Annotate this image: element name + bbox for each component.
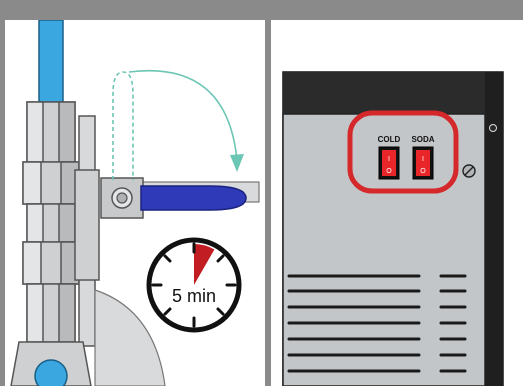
water-pipe: [38, 20, 64, 103]
timer-wedge: [194, 244, 215, 285]
switch-panel: COLD SODA I O I O: [271, 20, 523, 386]
timer-label: 5 min: [172, 286, 216, 306]
soda-switch-label: SODA: [411, 135, 434, 144]
panel-divider: [265, 20, 271, 386]
cold-on-symbol: I: [388, 156, 390, 163]
valve-illustration: 5 min: [10, 20, 260, 386]
left-border: [0, 20, 5, 386]
vent-louvres: [287, 274, 467, 373]
ball-valve: [100, 177, 144, 219]
soda-switch: I O: [412, 146, 434, 180]
screw-icon: [462, 124, 497, 178]
cold-switch: I O: [378, 146, 400, 180]
curved-arrow-icon: [128, 70, 238, 161]
bottom-fitting: [10, 341, 92, 386]
cold-switch-label: COLD: [378, 135, 401, 144]
arrow-head: [230, 154, 244, 172]
top-border: [0, 0, 523, 20]
cold-off-symbol: O: [386, 168, 392, 175]
switch-highlight: [347, 110, 459, 194]
valve-panel: 5 min: [5, 20, 265, 386]
soda-off-symbol: O: [420, 168, 426, 175]
machine-illustration: COLD SODA I O I O: [282, 71, 504, 386]
stopwatch-icon: 5 min: [146, 237, 242, 333]
valve-handle: [140, 185, 247, 211]
soda-on-symbol: I: [422, 156, 424, 163]
fitting-body: [22, 101, 80, 343]
handle-ghost: [112, 71, 134, 180]
valve-riser: [74, 115, 100, 347]
